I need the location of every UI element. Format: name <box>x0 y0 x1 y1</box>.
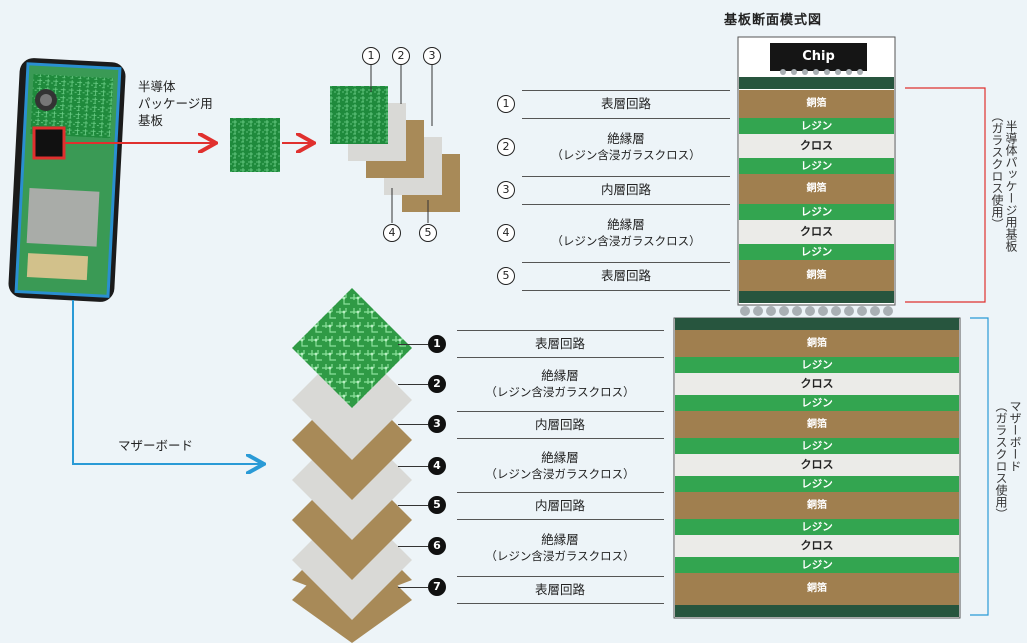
upper-row-sublabel: （レジン含浸ガラスクロス） <box>536 147 716 163</box>
lower-sep <box>457 438 664 439</box>
lower-copper-1: 銅箔 <box>675 330 959 357</box>
upper-row-number: 2 <box>497 138 515 156</box>
upper-row-sublabel: （レジン含浸ガラスクロス） <box>536 233 716 249</box>
upper-sep <box>522 90 730 91</box>
lower-sep <box>457 411 664 412</box>
upper-sep <box>522 290 730 291</box>
lower-row-label: 内層回路 <box>470 417 650 433</box>
lower-row-label: 内層回路 <box>470 498 650 514</box>
lower-bracket-label: マザーボード <box>1008 400 1021 550</box>
upper-cloth: クロス <box>739 220 894 244</box>
lower-row-label: 絶縁層 <box>470 368 650 384</box>
package-label-line1: 半導体 <box>138 78 213 95</box>
upper-resin: レジン <box>739 118 894 134</box>
lower-row-number: 4 <box>428 457 446 475</box>
solder-balls <box>740 306 893 316</box>
chip-label: Chip <box>770 49 867 64</box>
leader-line <box>398 344 428 345</box>
upper-sep <box>522 262 730 263</box>
lower-row-label: 表層回路 <box>470 336 650 352</box>
lower-sep <box>457 492 664 493</box>
stack-number-2: 2 <box>392 47 410 65</box>
package-label-line2: パッケージ用 <box>138 95 213 112</box>
lower-cloth: クロス <box>675 454 959 476</box>
lower-sep <box>457 357 664 358</box>
upper-sep <box>522 118 730 119</box>
motherboard-exploded-stack <box>292 288 412 643</box>
lower-resin: レジン <box>675 519 959 535</box>
upper-row-label: 表層回路 <box>536 96 716 112</box>
lower-sep <box>457 576 664 577</box>
lower-row-number: 5 <box>428 496 446 514</box>
upper-row-label: 表層回路 <box>536 268 716 284</box>
leader-line <box>398 587 428 588</box>
upper-bracket-label: 半導体パッケージ用基板 <box>1004 120 1017 320</box>
leader-line <box>398 505 428 506</box>
lower-row-number: 6 <box>428 537 446 555</box>
upper-row-number: 5 <box>497 267 515 285</box>
upper-copper-3: 銅箔 <box>739 260 894 291</box>
upper-resin: レジン <box>739 158 894 174</box>
upper-cloth: クロス <box>739 134 894 158</box>
stack-number-3: 3 <box>423 47 441 65</box>
lower-resin: レジン <box>675 557 959 573</box>
upper-row-label: 内層回路 <box>536 182 716 198</box>
lower-copper-2: 銅箔 <box>675 411 959 438</box>
lower-row-number: 2 <box>428 375 446 393</box>
package-substrate-tile <box>230 118 280 172</box>
lower-resin: レジン <box>675 476 959 492</box>
upper-copper-2: 銅箔 <box>739 174 894 204</box>
upper-resin: レジン <box>739 244 894 260</box>
smartphone-image <box>8 57 126 302</box>
lower-row-number: 3 <box>428 415 446 433</box>
stack-number-1: 1 <box>362 47 380 65</box>
leader-line <box>398 424 428 425</box>
leader-line <box>398 546 428 547</box>
stack-number-4: 4 <box>383 224 401 242</box>
upper-sep <box>522 176 730 177</box>
motherboard-label: マザーボード <box>118 437 193 454</box>
upper-row-number: 4 <box>497 224 515 242</box>
package-substrate-label: 半導体 パッケージ用 基板 <box>138 78 213 129</box>
lower-bracket-sublabel: （ガラスクロス使用） <box>994 400 1007 580</box>
lower-sep <box>457 519 664 520</box>
lower-copper-4: 銅箔 <box>675 573 959 605</box>
lower-sep <box>457 603 664 604</box>
lower-resin: レジン <box>675 438 959 454</box>
lower-row-number: 7 <box>428 578 446 596</box>
lower-bracket <box>970 318 988 615</box>
lower-row-label: 絶縁層 <box>470 450 650 466</box>
upper-row-label: 絶縁層 <box>536 217 716 233</box>
lower-resin: レジン <box>675 395 959 411</box>
upper-row-label: 絶縁層 <box>536 131 716 147</box>
lower-copper-3: 銅箔 <box>675 492 959 519</box>
package-label-line3: 基板 <box>138 112 213 129</box>
upper-bracket-sublabel: （ガラスクロス使用） <box>990 110 1003 310</box>
leader-line <box>398 466 428 467</box>
lower-row-label: 絶縁層 <box>470 532 650 548</box>
leader-line <box>398 384 428 385</box>
lower-row-number: 1 <box>428 335 446 353</box>
lower-cloth: クロス <box>675 373 959 395</box>
upper-bracket <box>905 88 985 302</box>
upper-row-number: 3 <box>497 181 515 199</box>
lower-resin: レジン <box>675 357 959 373</box>
upper-exploded-stack <box>330 64 460 223</box>
upper-resin: レジン <box>739 204 894 220</box>
lower-row-sublabel: （レジン含浸ガラスクロス） <box>470 384 650 400</box>
upper-sep <box>522 204 730 205</box>
upper-row-number: 1 <box>497 95 515 113</box>
lower-row-label: 表層回路 <box>470 582 650 598</box>
lower-row-sublabel: （レジン含浸ガラスクロス） <box>470 548 650 564</box>
lower-row-sublabel: （レジン含浸ガラスクロス） <box>470 466 650 482</box>
stack-number-5: 5 <box>419 224 437 242</box>
lower-cloth: クロス <box>675 535 959 557</box>
upper-copper-1: 銅箔 <box>739 90 894 118</box>
lower-sep <box>457 330 664 331</box>
